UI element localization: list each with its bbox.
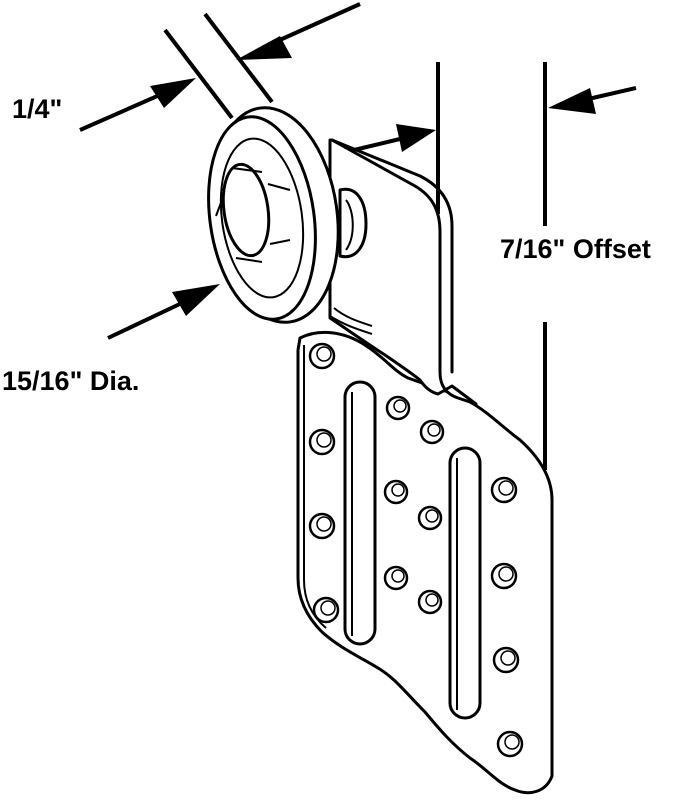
diameter-arrow-shaft bbox=[107, 300, 185, 340]
hole bbox=[308, 428, 336, 456]
arm-top-edge bbox=[330, 138, 454, 374]
hole bbox=[492, 646, 520, 674]
offset-arrow-left-head bbox=[396, 124, 436, 152]
hole bbox=[490, 562, 518, 590]
thickness-dimension bbox=[79, 2, 361, 132]
offset-arrow-right-shaft bbox=[583, 86, 637, 102]
offset-arm bbox=[328, 138, 478, 406]
roller-inner-ring bbox=[219, 137, 305, 299]
hole bbox=[490, 476, 518, 504]
hole bbox=[308, 342, 336, 370]
thickness-arrow-left-head bbox=[150, 78, 196, 108]
offset-dimension bbox=[353, 62, 637, 470]
offset-label: 7/16" Offset bbox=[500, 234, 651, 264]
hole bbox=[419, 419, 445, 445]
diameter-arrow-head bbox=[172, 284, 220, 316]
thickness-arrow-left-shaft bbox=[79, 92, 163, 132]
left-slot bbox=[343, 380, 377, 646]
mounting-plate bbox=[296, 330, 554, 795]
thickness-ext-line-left bbox=[163, 28, 234, 120]
thickness-label: 1/4" bbox=[12, 94, 63, 124]
hole bbox=[417, 589, 443, 615]
right-slot bbox=[448, 446, 482, 720]
hole bbox=[417, 505, 443, 531]
arm-outline bbox=[328, 138, 478, 406]
arm-bend-line bbox=[329, 315, 373, 335]
hub-bevel bbox=[215, 167, 291, 263]
thickness-arrow-right-head bbox=[236, 36, 292, 60]
hole bbox=[496, 730, 524, 758]
hole bbox=[383, 479, 409, 505]
arm-bend-line-2 bbox=[333, 307, 373, 327]
roller-wheel bbox=[207, 106, 340, 324]
offset-arrow-right-head bbox=[548, 88, 596, 114]
diameter-dimension bbox=[107, 284, 220, 340]
hole bbox=[383, 565, 409, 591]
offset-arrow-left-shaft bbox=[353, 136, 405, 152]
diameter-label: 15/16" Dia. bbox=[2, 366, 140, 396]
plate-outline bbox=[296, 330, 554, 795]
hole bbox=[385, 395, 411, 421]
thickness-ext-line-right bbox=[203, 12, 274, 104]
hole bbox=[312, 596, 340, 624]
plate-edge bbox=[303, 345, 327, 629]
roller-hub bbox=[221, 162, 271, 258]
mounting-holes bbox=[308, 342, 524, 758]
hole bbox=[308, 512, 336, 540]
